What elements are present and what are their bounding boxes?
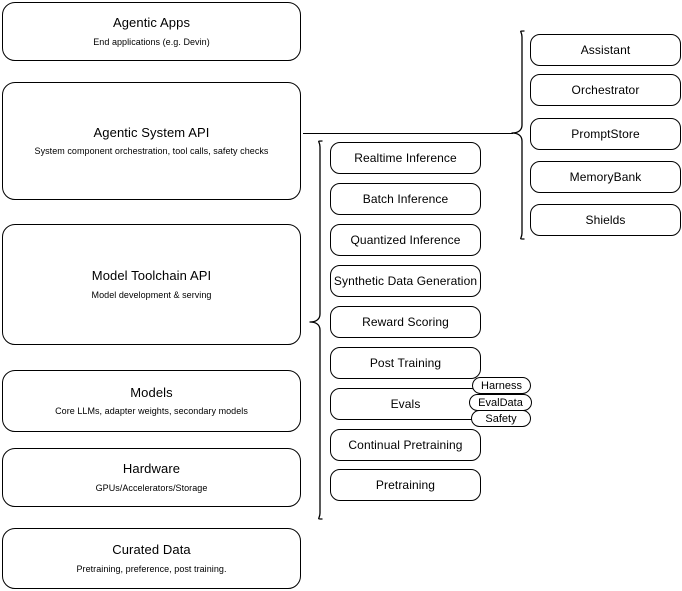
layer-agentic-apps[interactable]: Agentic Apps End applications (e.g. Devi… (2, 2, 301, 61)
eval-badge-label: EvalData (478, 396, 523, 409)
layer-subtitle: System component orchestration, tool cal… (34, 146, 269, 156)
layer-title: Agentic System API (93, 124, 210, 140)
chip-label: MemoryBank (569, 169, 642, 184)
layer-subtitle: End applications (e.g. Devin) (93, 36, 210, 47)
connector-system-api-to-components (303, 133, 513, 134)
layer-title: Models (130, 384, 173, 400)
toolchain-chip-synthetic-data-generation[interactable]: Synthetic Data Generation (330, 265, 481, 297)
brace-system-components (508, 28, 526, 242)
chip-label: Assistant (580, 42, 631, 57)
toolchain-chip-batch-inference[interactable]: Batch Inference (330, 183, 481, 215)
layer-hardware[interactable]: Hardware GPUs/Accelerators/Storage (2, 448, 301, 507)
toolchain-chip-realtime-inference[interactable]: Realtime Inference (330, 142, 481, 174)
layer-title: Model Toolchain API (91, 268, 212, 284)
layer-subtitle: Model development & serving (91, 289, 212, 300)
layer-subtitle: GPUs/Accelerators/Storage (95, 482, 208, 493)
toolchain-chip-evals[interactable]: Evals (330, 388, 481, 420)
chip-label: Shields (585, 212, 626, 227)
chip-label: Quantized Inference (350, 232, 461, 247)
system-component-orchestrator[interactable]: Orchestrator (530, 74, 681, 106)
chip-label: Synthetic Data Generation (333, 273, 478, 288)
chip-label: Batch Inference (362, 191, 449, 206)
eval-badge-label: Harness (481, 379, 522, 392)
layer-title: Agentic Apps (112, 15, 191, 31)
layer-curated-data[interactable]: Curated Data Pretraining, preference, po… (2, 528, 301, 589)
eval-badge-label: Safety (485, 412, 517, 425)
chip-label: Reward Scoring (362, 314, 449, 329)
layer-subtitle: Core LLMs, adapter weights, secondary mo… (55, 406, 248, 416)
layer-models[interactable]: Models Core LLMs, adapter weights, secon… (2, 370, 301, 432)
system-component-promptstore[interactable]: PromptStore (530, 118, 681, 150)
chip-label: Orchestrator (571, 82, 640, 97)
toolchain-chip-continual-pretraining[interactable]: Continual Pretraining (330, 429, 481, 461)
eval-badge-safety[interactable]: Safety (471, 410, 531, 427)
chip-label: Post Training (369, 355, 442, 370)
layer-title: Hardware (122, 461, 181, 477)
chip-label: Pretraining (375, 477, 436, 492)
system-component-shields[interactable]: Shields (530, 204, 681, 236)
toolchain-chip-post-training[interactable]: Post Training (330, 347, 481, 379)
chip-label: Evals (390, 396, 421, 411)
toolchain-chip-reward-scoring[interactable]: Reward Scoring (330, 306, 481, 338)
chip-label: Realtime Inference (354, 150, 457, 165)
toolchain-chip-pretraining[interactable]: Pretraining (330, 469, 481, 501)
eval-badge-evaldata[interactable]: EvalData (469, 394, 532, 411)
brace-toolchain (306, 138, 324, 522)
layer-title: Curated Data (112, 542, 191, 558)
toolchain-chip-quantized-inference[interactable]: Quantized Inference (330, 224, 481, 256)
layer-subtitle: Pretraining, preference, post training. (76, 563, 227, 574)
chip-label: PromptStore (571, 126, 640, 141)
chip-label: Continual Pretraining (348, 437, 463, 452)
layer-agentic-system-api[interactable]: Agentic System API System component orch… (2, 82, 301, 200)
system-component-memorybank[interactable]: MemoryBank (530, 161, 681, 193)
eval-badge-harness[interactable]: Harness (472, 377, 531, 394)
system-component-assistant[interactable]: Assistant (530, 34, 681, 66)
layer-model-toolchain-api[interactable]: Model Toolchain API Model development & … (2, 224, 301, 345)
